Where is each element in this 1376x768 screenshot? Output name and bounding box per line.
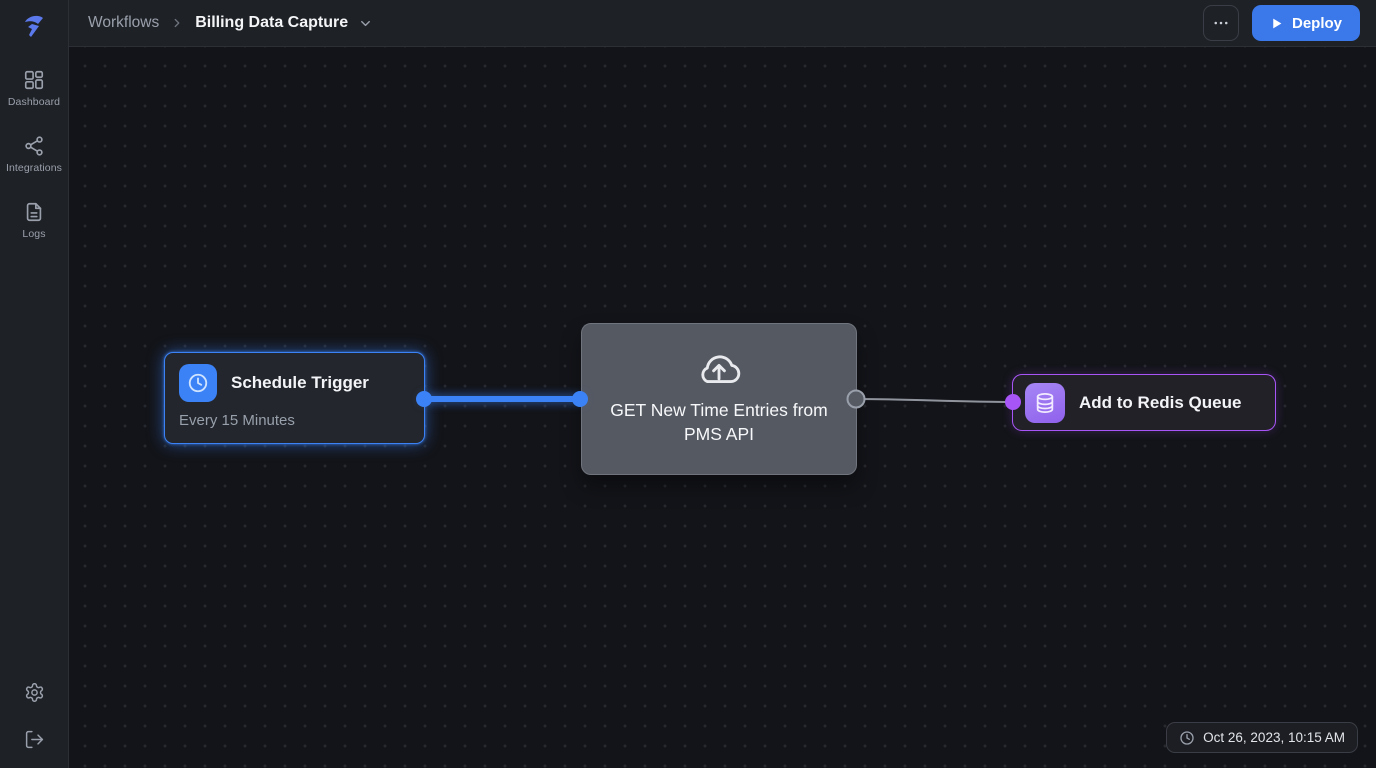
timestamp-badge: Oct 26, 2023, 10:15 AM bbox=[1166, 722, 1358, 753]
cloud-upload-icon bbox=[701, 355, 741, 384]
dashboard-grid-icon bbox=[24, 70, 44, 90]
connection-api-to-redis[interactable] bbox=[855, 398, 1014, 403]
document-icon bbox=[26, 202, 42, 222]
logout-icon[interactable] bbox=[24, 729, 45, 750]
sidebar-item-label: Dashboard bbox=[7, 96, 61, 108]
timestamp-label: Oct 26, 2023, 10:15 AM bbox=[1203, 730, 1345, 745]
node-title: GET New Time Entries from PMS API bbox=[610, 400, 828, 444]
breadcrumb-workflows[interactable]: Workflows bbox=[88, 14, 160, 31]
settings-gear-icon[interactable] bbox=[24, 682, 45, 703]
node-icon-box bbox=[1025, 382, 1065, 423]
play-icon bbox=[1273, 18, 1282, 28]
brand-logo-icon bbox=[25, 15, 43, 37]
clock-icon bbox=[188, 373, 208, 393]
database-icon bbox=[1036, 392, 1054, 413]
workflow-canvas[interactable]: Schedule Trigger Every 15 Minutes GET Ne… bbox=[69, 47, 1376, 768]
chevron-down-icon[interactable] bbox=[358, 16, 373, 31]
sidebar-nav: Dashboard Integrations Logs bbox=[0, 69, 68, 240]
node-title: Add to Redis Queue bbox=[1079, 392, 1242, 412]
node-icon-box bbox=[179, 364, 217, 402]
sidebar-footer bbox=[24, 682, 45, 750]
sidebar-item-logs[interactable]: Logs bbox=[0, 201, 68, 240]
sidebar-item-integrations[interactable]: Integrations bbox=[0, 135, 68, 174]
sidebar-item-dashboard[interactable]: Dashboard bbox=[0, 69, 68, 108]
deploy-button-label: Deploy bbox=[1291, 14, 1342, 32]
chevron-right-icon bbox=[170, 16, 184, 30]
sidebar-item-label: Integrations bbox=[5, 162, 63, 174]
more-options-button[interactable] bbox=[1202, 5, 1239, 41]
node-schedule-trigger[interactable]: Schedule Trigger Every 15 Minutes bbox=[164, 352, 425, 444]
share-network-icon bbox=[25, 136, 43, 156]
clock-icon bbox=[1180, 730, 1194, 745]
node-redis-queue[interactable]: Add to Redis Queue bbox=[1012, 374, 1276, 431]
header-actions: Deploy bbox=[1202, 5, 1360, 41]
sidebar-item-label: Logs bbox=[22, 228, 46, 240]
page-title: Billing Data Capture bbox=[195, 14, 349, 31]
ellipsis-icon bbox=[1214, 21, 1228, 25]
brand-logo[interactable] bbox=[17, 9, 51, 43]
node-get-time-entries[interactable]: GET New Time Entries from PMS API bbox=[581, 323, 857, 475]
top-header: Workflows Billing Data Capture Deploy bbox=[69, 0, 1376, 47]
deploy-button[interactable]: Deploy bbox=[1251, 5, 1360, 41]
node-subtitle: Every 15 Minutes bbox=[179, 412, 295, 429]
sidebar: Dashboard Integrations Logs bbox=[0, 0, 69, 768]
node-title: Schedule Trigger bbox=[231, 373, 369, 392]
